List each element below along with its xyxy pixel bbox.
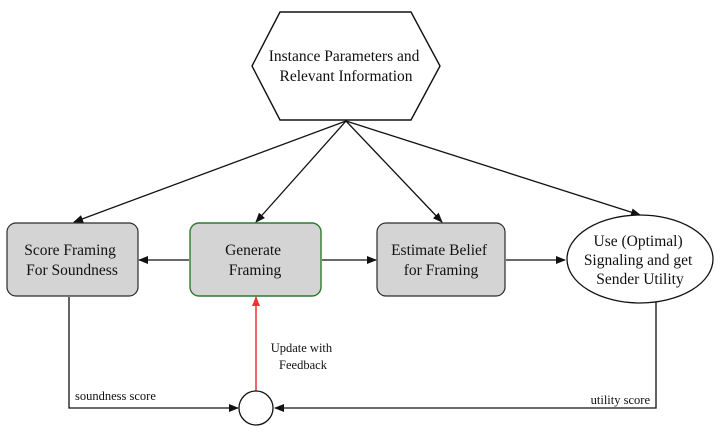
estimate-belief-label: Estimate Belief for Framing bbox=[391, 242, 491, 279]
signaling-label-line-3: Sender Utility bbox=[596, 271, 684, 288]
estimate-belief-label-line-2: for Framing bbox=[404, 262, 479, 279]
aggregation-circle bbox=[238, 390, 274, 426]
node-score-framing: Score Framing For Soundness bbox=[6, 222, 139, 297]
utility-score-label: utility score bbox=[591, 393, 651, 407]
score-framing-box bbox=[6, 222, 139, 297]
signaling-label-line-1: Use (Optimal) bbox=[594, 233, 683, 250]
edge-utility-score bbox=[274, 297, 657, 412]
estimate-belief-label-line-1: Estimate Belief bbox=[391, 242, 488, 259]
edge-instance-to-signaling bbox=[345, 120, 641, 217]
generate-framing-label-line-2: Framing bbox=[229, 262, 282, 279]
edge-instance-to-estimate bbox=[345, 120, 443, 223]
node-signaling: Use (Optimal) Signaling and get Sender U… bbox=[566, 214, 714, 304]
node-estimate-belief: Estimate Belief for Framing bbox=[376, 222, 506, 297]
estimate-belief-box bbox=[376, 222, 506, 297]
instance-hexagon bbox=[251, 11, 441, 121]
soundness-score-label: soundness score bbox=[75, 389, 156, 403]
feedback-label-line-1: Update with bbox=[271, 341, 333, 355]
node-generate-framing: Generate Framing bbox=[189, 222, 322, 297]
edges-from-instance bbox=[73, 120, 641, 223]
feedback-label-line-2: Feedback bbox=[279, 358, 328, 372]
score-framing-label-line-1: Score Framing bbox=[24, 242, 116, 259]
generate-framing-box bbox=[189, 222, 322, 297]
signaling-ellipse bbox=[566, 214, 714, 304]
instance-label-line-2: Relevant Information bbox=[280, 68, 413, 85]
signaling-label-line-2: Signaling and get bbox=[584, 252, 693, 269]
score-framing-label-line-2: For Soundness bbox=[26, 262, 118, 279]
edge-instance-to-score bbox=[73, 120, 347, 223]
feedback-label: Update with Feedback bbox=[271, 341, 336, 372]
signaling-label: Use (Optimal) Signaling and get Sender U… bbox=[584, 233, 696, 288]
instance-label-line-1: Instance Parameters and bbox=[269, 48, 420, 65]
edge-instance-to-generate bbox=[255, 120, 347, 223]
edge-soundness-score bbox=[68, 297, 239, 412]
generate-framing-label-line-1: Generate bbox=[225, 242, 281, 259]
instance-label: Instance Parameters and Relevant Informa… bbox=[269, 48, 424, 85]
generate-framing-label: Generate Framing bbox=[225, 242, 285, 279]
score-framing-label: Score Framing For Soundness bbox=[24, 242, 120, 279]
node-instance-parameters: Instance Parameters and Relevant Informa… bbox=[251, 11, 441, 121]
